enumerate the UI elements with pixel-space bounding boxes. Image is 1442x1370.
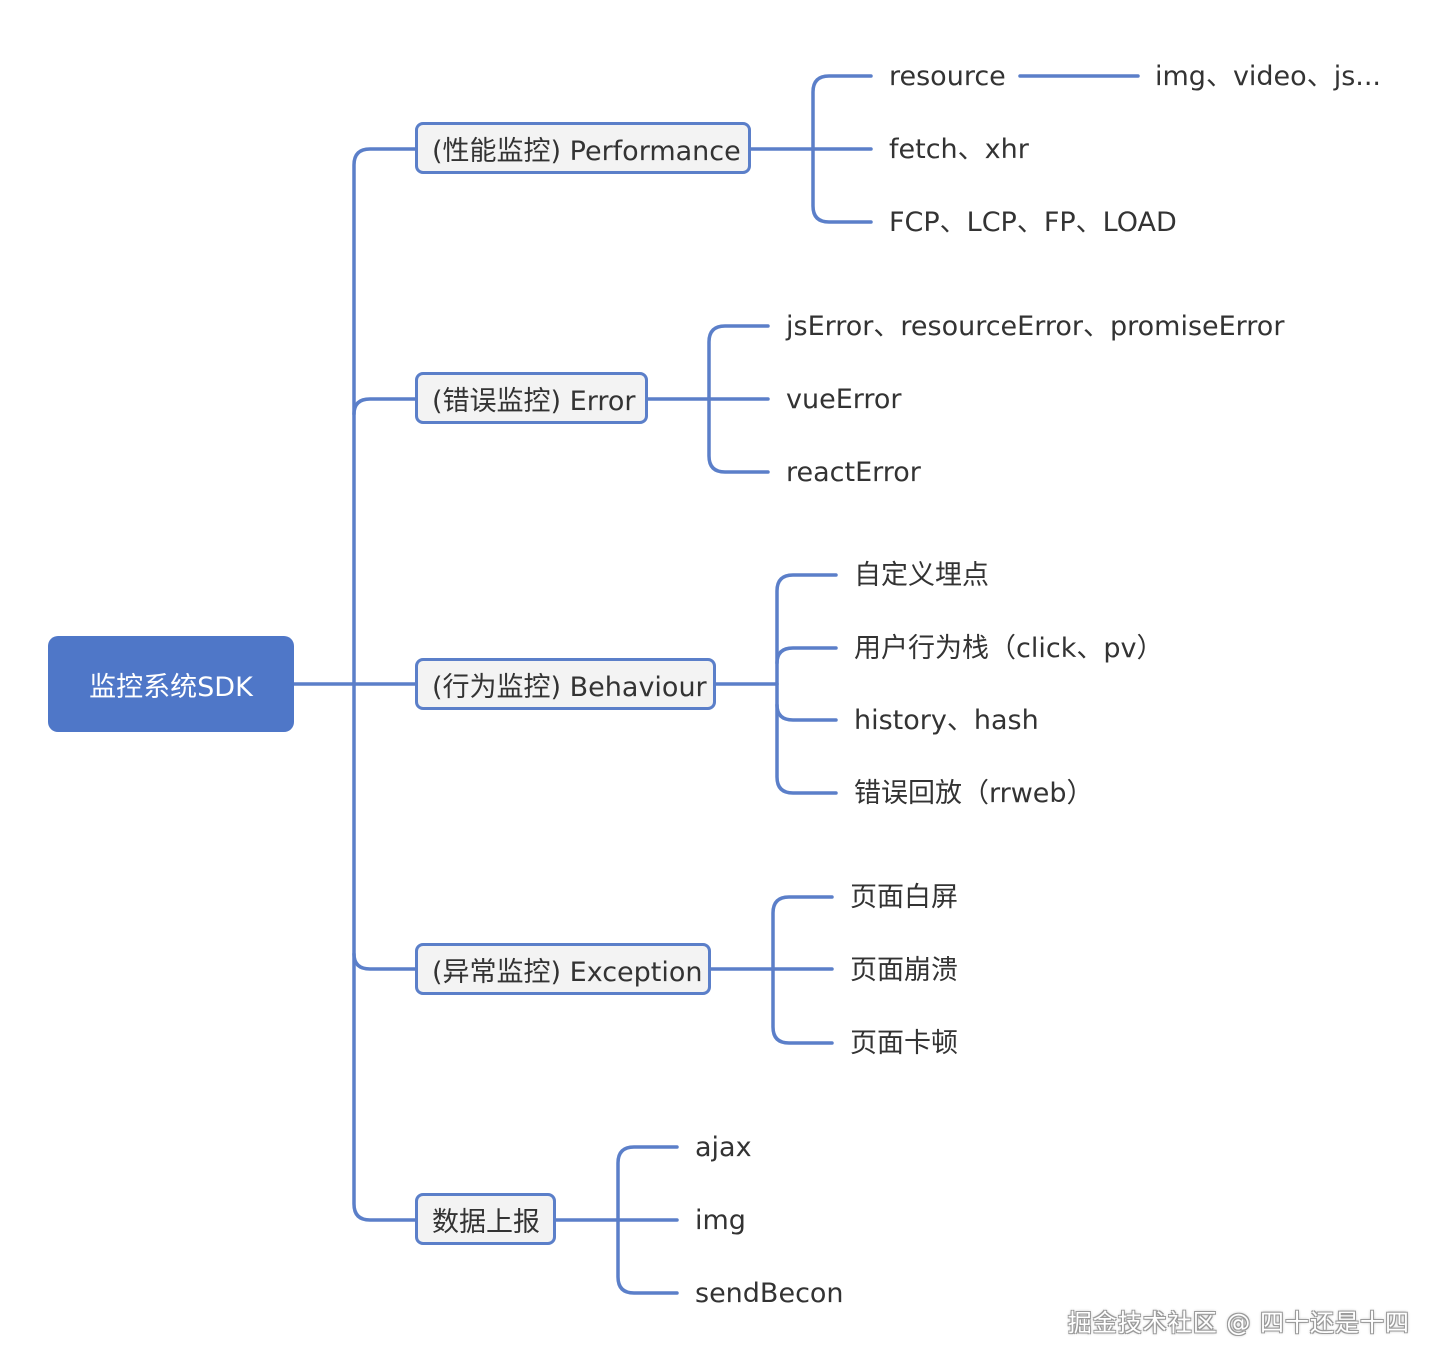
branch-label: (异常监控) Exception (432, 956, 703, 988)
leaf-node[interactable]: 自定义埋点 (854, 560, 989, 591)
exception-trunk (771, 895, 834, 1045)
leaf-node[interactable]: sendBecon (695, 1278, 844, 1309)
report-trunk (616, 1145, 679, 1295)
leaf-node[interactable]: resource (889, 61, 1006, 92)
leaf-node[interactable]: history、hash (854, 705, 1039, 736)
leaf-node[interactable]: 页面白屏 (850, 882, 958, 913)
leaf-node[interactable]: FCP、LCP、FP、LOAD (889, 207, 1177, 238)
error-trunk (707, 324, 770, 474)
performance-trunk (811, 74, 873, 224)
branch-label: (性能监控) Performance (432, 135, 741, 167)
branch-report[interactable]: 数据上报 (415, 1193, 556, 1245)
branch-label: 数据上报 (432, 1206, 540, 1238)
branch-connector-exception (352, 952, 417, 971)
root-label: 监控系统SDK (89, 671, 253, 703)
leaf-node[interactable]: fetch、xhr (889, 134, 1029, 165)
leaf-node[interactable]: vueError (786, 384, 902, 415)
leaf-node[interactable]: 页面崩溃 (850, 955, 958, 986)
leaf-node[interactable]: 错误回放（rrweb） (854, 778, 1094, 809)
grandchild-node[interactable]: img、video、js... (1155, 61, 1382, 92)
behaviour-trunk (775, 573, 838, 795)
leaf-node[interactable]: reactError (786, 457, 921, 488)
behaviour-c2 (775, 646, 838, 665)
leaf-node[interactable]: ajax (695, 1132, 752, 1163)
branch-connector-error (352, 397, 417, 416)
root-node[interactable]: 监控系统SDK (48, 636, 294, 732)
behaviour-c3 (775, 703, 838, 722)
branch-behaviour[interactable]: (行为监控) Behaviour (415, 658, 716, 710)
branch-error[interactable]: (错误监控) Error (415, 372, 648, 424)
watermark: 掘金技术社区 @ 四十还是十四 (1067, 1309, 1410, 1337)
leaf-node[interactable]: jsError、resourceError、promiseError (786, 311, 1285, 342)
leaf-node[interactable]: 页面卡顿 (850, 1028, 958, 1059)
branch-exception[interactable]: (异常监控) Exception (415, 943, 711, 995)
leaf-node[interactable]: 用户行为栈（click、pv） (854, 633, 1164, 664)
leaf-node[interactable]: img (695, 1205, 746, 1236)
branch-label: (行为监控) Behaviour (432, 671, 707, 703)
branch-performance[interactable]: (性能监控) Performance (415, 122, 751, 174)
branch-label: (错误监控) Error (432, 385, 636, 417)
